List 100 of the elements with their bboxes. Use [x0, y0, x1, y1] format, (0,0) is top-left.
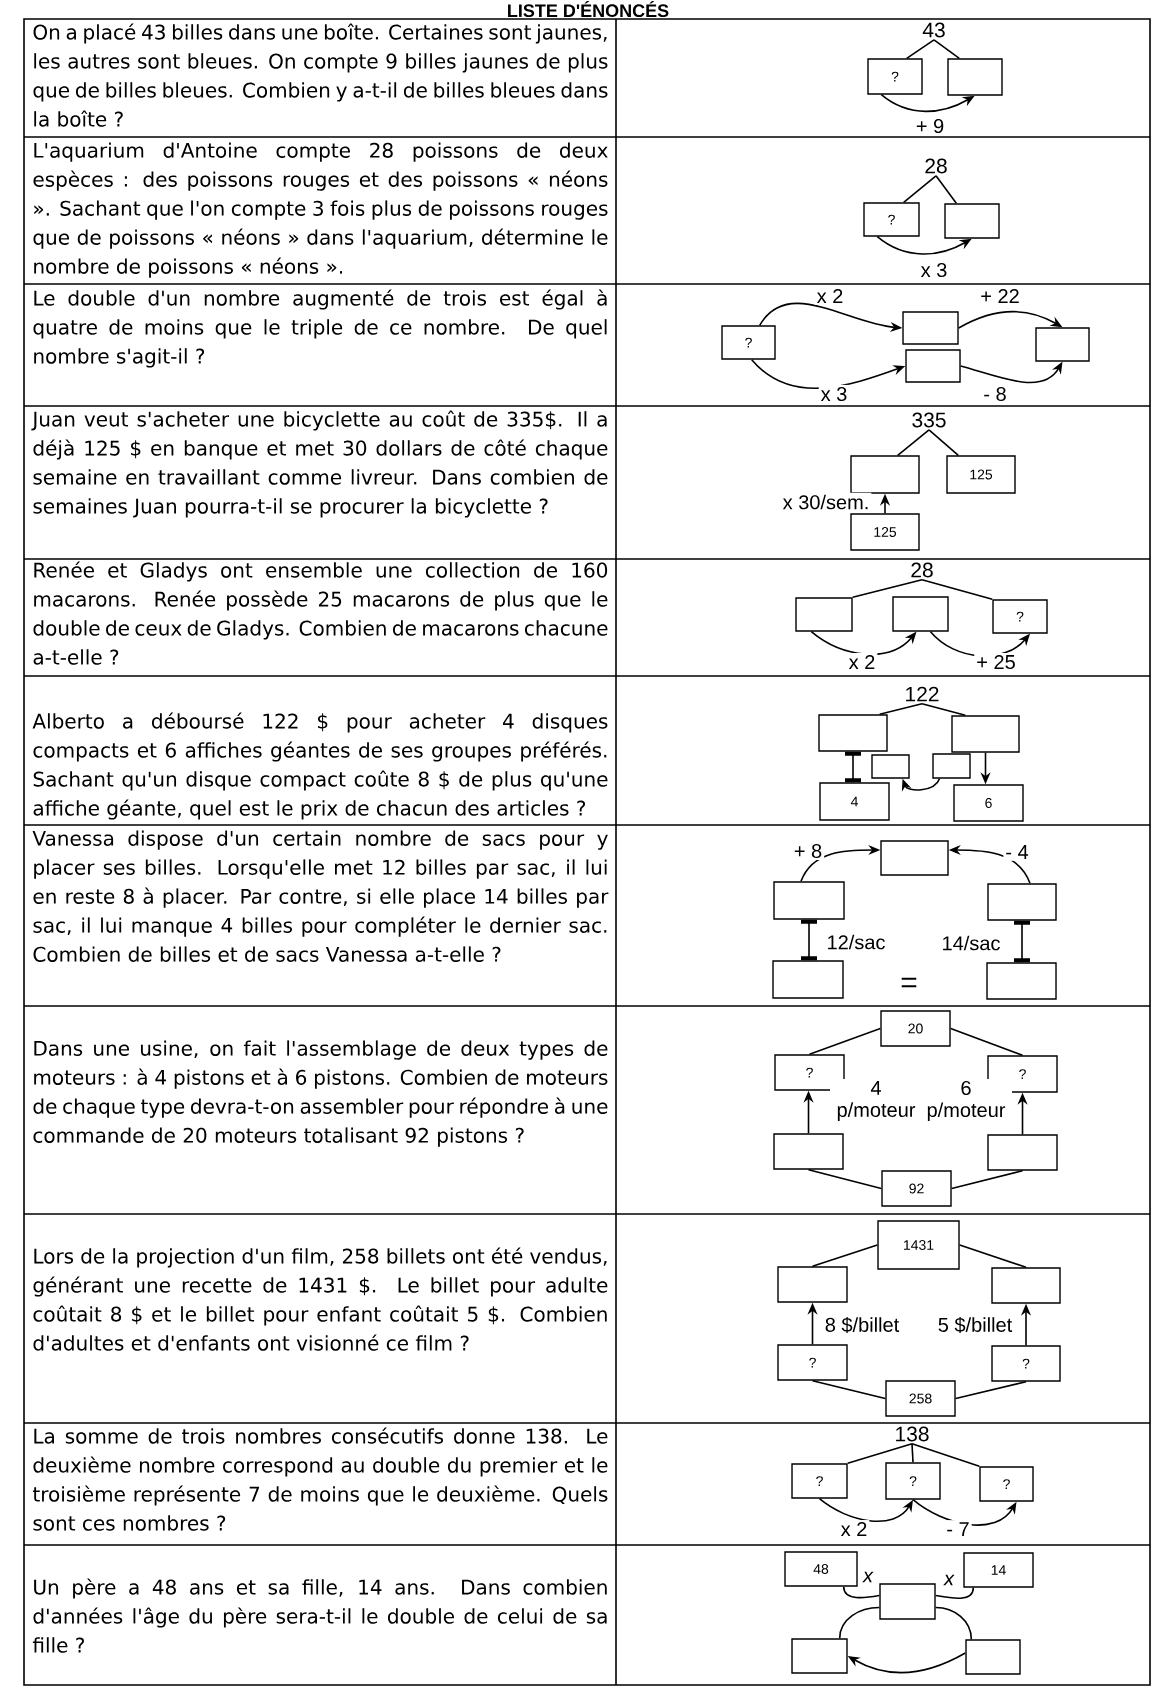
arrow — [901, 777, 941, 792]
empty-box — [991, 1267, 1061, 1304]
edge-label: x 3 — [918, 260, 950, 280]
bar-line — [845, 751, 861, 783]
page-title: LISTE D'ÉNONCÉS — [508, 0, 669, 18]
edge-label: 12/sac — [824, 932, 888, 952]
problem-text: La somme de trois nombres consécutifs donne 138. Le deuxième nombre correspond au double du premier et le troisième représente 7 de moins que le deuxième. Quels sont ces nombres ? — [32, 1427, 608, 1531]
number-box: ? — [979, 1466, 1034, 1502]
connector-line — [808, 1027, 882, 1056]
connector-line — [851, 579, 923, 599]
problem-text: Le double d'un nombre augmenté de trois est égal à quatre de moins que le triple de ce nombre. De quel nombre s'agit-il ? — [33, 289, 607, 368]
number-box: 92 — [881, 1170, 952, 1207]
problem-text: Renée et Gladys ont ensemble une collection de 160 macarons. Renée possède 25 macarons de plus que le double de ceux de Gladys. Combien de macarons chacune a-t-elle ? — [33, 561, 608, 665]
empty-box — [1035, 327, 1090, 362]
problem-text: Vanessa dispose d'un certain nombre de sacs pour y placer ses billes. Lorsqu'elle met 12 billes par sac, il lui en reste 8 à placer. Par contre, si elle place 14 billes par sac, il lui manque 4 billes pour compléter le dernier sac. Combien de billes et de sacs Vanessa a-t-elle ? — [32, 830, 609, 962]
problem-text: On a placé 43 billes dans une boîte. Certaines sont jaunes, les autres sont bleues. On compte 9 billes jaunes de plus que de billes bleues. Combien y a-t-il de billes bleues dans la boîte ? — [33, 23, 608, 127]
connector-line — [933, 39, 961, 60]
number-box: 6 — [953, 784, 1024, 822]
empty-box — [987, 883, 1057, 921]
empty-box — [944, 203, 1000, 239]
connector-line — [958, 1244, 1027, 1269]
connector-line — [902, 175, 937, 204]
total-label: 43 — [922, 22, 945, 38]
edge-label: x 2 — [814, 287, 846, 305]
total-label: 138 — [896, 1426, 929, 1442]
problem-text: Juan veut s'acheter une bicyclette au coût de 335$. Il a déjà 125 $ en banque et met 30 dollars de côté chaque semaine en travaillant comme livreur. Dans combien de semaines Juan pourra-t-il se procurer la bicyclette ? — [31, 410, 608, 518]
edge-label: - 8 — [981, 384, 1009, 404]
arrow — [912, 1498, 1017, 1526]
connector-line — [878, 702, 923, 716]
connector-line — [934, 1586, 975, 1600]
empty-box — [850, 455, 920, 494]
total-label: 28 — [925, 158, 947, 174]
connector-line — [935, 175, 958, 205]
equals-sign: = — [901, 977, 917, 988]
connector-line — [911, 1443, 981, 1468]
number-box: ? — [774, 1054, 845, 1091]
connector-line — [807, 1168, 883, 1190]
edge-label: x — [861, 1569, 875, 1585]
number-box: ? — [863, 202, 920, 237]
connector-line — [950, 1169, 1024, 1190]
empty-box — [871, 754, 910, 779]
total-label: 335 — [912, 412, 946, 428]
arrow — [818, 1497, 913, 1523]
number-box: ? — [991, 1345, 1061, 1382]
edge-label: x — [942, 1572, 956, 1588]
connector-line — [949, 1027, 1024, 1057]
connector-line — [811, 1244, 879, 1268]
connector-line — [921, 579, 994, 601]
empty-box — [818, 714, 888, 752]
number-box: 48 — [784, 1551, 858, 1587]
empty-box — [773, 881, 845, 920]
number-box: ? — [885, 1462, 941, 1500]
number-box: ? — [721, 325, 776, 360]
number-box: 4 — [819, 782, 890, 821]
connector-line — [842, 1585, 881, 1599]
total-label: 28 — [911, 562, 933, 578]
edge-label: + 8 — [791, 841, 825, 861]
empty-box — [987, 1134, 1058, 1171]
empty-box — [965, 1639, 1021, 1675]
empty-box — [892, 596, 949, 632]
problem-text: Alberto a déboursé 122 $ pour acheter 4 disques compacts et 6 affiches géantes de ses groupes préférés. Sachant qu'un disque compact coûte 8 $ de plus qu'une affiche géante, quel est le prix de chacun des articles ? — [32, 712, 608, 820]
edge-label: x 30/sem. — [780, 492, 872, 512]
connector-line — [934, 1606, 973, 1641]
problem-text: Un père a 48 ans et sa fille, 14 ans. Dans combien d'années l'âge du père sera-t-il le double de celui de sa fille ? — [32, 1578, 607, 1653]
empty-box — [773, 1133, 844, 1170]
edge-label: 4 p/moteur — [830, 1079, 922, 1123]
empty-box — [795, 597, 853, 632]
empty-box — [777, 1266, 848, 1303]
connector-line — [928, 429, 960, 457]
empty-box — [879, 1583, 936, 1620]
connector-line — [846, 1443, 913, 1465]
problem-text: Lors de la projection d'un film, 258 billets ont été vendus, générant une recette de 1431 $. Le billet pour adulte coûtait 8 $ et le billet pour enfant coûtait 5 $. Combien d'adultes et d'enfants ont visionné ce film ? — [33, 1247, 608, 1351]
empty-box — [951, 715, 1020, 753]
edge-label: + 25 — [974, 652, 1018, 672]
connector-line — [811, 1379, 887, 1400]
bar-line — [1014, 920, 1030, 963]
edge-label: + 22 — [978, 287, 1022, 305]
edge-label: + 9 — [913, 116, 947, 136]
number-box: 125 — [946, 455, 1016, 494]
empty-box — [880, 840, 949, 876]
edge-label: x 2 — [838, 1520, 870, 1538]
problem-text: L'aquarium d'Antoine compte 28 poissons de deux espèces : des poissons rouges et des poissons « néons ». Sachant que l'on compte 3 fois plus de poissons rouges que de poissons « néons » dans l'aquarium, détermine le nombre de poissons « néons ». — [33, 142, 608, 278]
empty-box — [932, 753, 971, 779]
edge-label: 14/sac — [939, 933, 1003, 953]
total-label: 122 — [906, 686, 939, 702]
edge-label: x 3 — [818, 384, 850, 404]
empty-box — [902, 311, 959, 345]
number-box: 125 — [850, 513, 920, 551]
number-box: 20 — [880, 1010, 951, 1047]
number-box: ? — [791, 1463, 848, 1499]
edge-label: 5 $/billet — [935, 1314, 1015, 1336]
empty-box — [791, 1638, 848, 1674]
edge-label: 6 p/moteur — [920, 1078, 1012, 1124]
connector-line — [896, 429, 930, 457]
connector-line — [954, 1380, 1027, 1400]
edge-label: - 4 — [1003, 843, 1031, 861]
connector-line — [921, 702, 967, 717]
connector-line — [911, 1443, 914, 1464]
number-box: ? — [992, 599, 1048, 634]
number-box: 258 — [885, 1380, 956, 1417]
